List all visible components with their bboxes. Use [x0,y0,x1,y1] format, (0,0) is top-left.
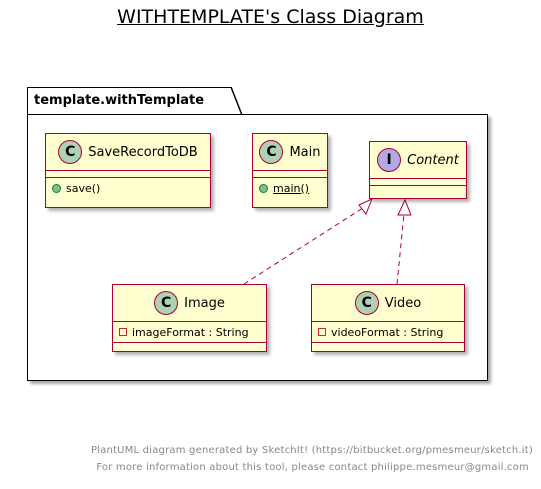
class-saverecordtodb: C SaveRecordToDB save() [45,133,211,208]
field-row: imageFormat : String [113,322,266,343]
class-name: Main [289,144,321,160]
footer-line-2: For more information about this tool, pl… [96,462,529,473]
fields-section [253,171,327,178]
image-content-arrowhead [358,198,373,215]
class-main: C Main main() [252,133,328,208]
field-name: imageFormat : String [132,325,249,339]
class-name: Image [184,295,225,311]
class-stereotype-icon: C [58,140,83,164]
video-content-realization [396,213,405,285]
footer-line-1: PlantUML diagram generated by SketchIt! … [90,445,533,456]
fields-section [370,179,466,186]
interface-name: Content [407,152,459,168]
public-method-icon [259,183,268,193]
image-content-realization [243,205,367,285]
package-tab-corner [230,86,243,116]
private-field-icon [119,328,127,336]
video-content-arrowhead [397,198,412,216]
field-row: videoFormat : String [312,322,464,343]
method-row: save() [46,178,210,198]
method-row: main() [253,178,327,198]
class-image: C Image imageFormat : String [112,284,267,352]
public-method-icon [52,183,61,193]
interface-stereotype-icon: I [377,148,402,172]
static-method-name: main() [273,181,310,195]
class-name: Video [384,295,422,311]
field-name: videoFormat : String [331,325,444,339]
diagram-title: WITHTEMPLATE's Class Diagram [117,6,424,28]
class-video: C Video videoFormat : String [311,284,465,352]
fields-section [46,171,210,178]
class-stereotype-icon: C [354,291,379,315]
private-field-icon [318,328,326,336]
class-name: SaveRecordToDB [88,144,198,160]
interface-content: I Content [369,141,467,199]
method-name: save() [66,181,101,195]
class-stereotype-icon: C [154,291,179,315]
class-stereotype-icon: C [259,140,284,164]
